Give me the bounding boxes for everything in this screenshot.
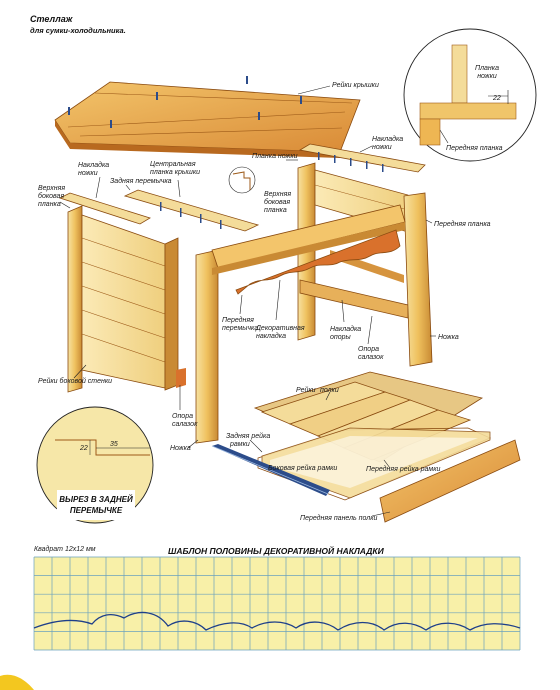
label-lid-slats: Рейки крышки xyxy=(332,81,379,89)
label-shelf-slats-2: полки xyxy=(320,387,339,394)
label-support-overlay-2: опоры xyxy=(330,334,352,341)
label-leg-overlay-left-2: ножки xyxy=(78,170,98,177)
notch-inset-small xyxy=(228,166,256,194)
label-front-plank-detail: Передняя планка xyxy=(446,144,503,152)
label-runner-support-right-1: Опора xyxy=(358,346,379,353)
joint-detail-circle xyxy=(403,28,537,162)
title-line1: Стеллаж xyxy=(30,14,73,24)
template-grid xyxy=(33,556,521,651)
label-leg-overlay-left-1: Накладка xyxy=(78,161,109,169)
label-back-crossbar: Задняя перемычка xyxy=(110,177,172,185)
label-leg-pad-tr-2: ножки xyxy=(477,73,497,80)
label-center-lid-plank-2: планка крышки xyxy=(150,169,200,176)
label-back-frame-rail-1: Задняя рейка xyxy=(226,432,270,440)
grid-label: Квадрат 12x12 мм xyxy=(34,545,96,553)
notch-caption-2: ПЕРЕМЫЧКЕ xyxy=(70,506,123,515)
label-side-wall-slats: Рейки боковой стенки xyxy=(38,377,112,385)
shelf xyxy=(211,371,521,523)
label-leg-left: Ножка xyxy=(170,445,191,452)
label-leg-right: Ножка xyxy=(438,334,459,341)
label-dim-22: 22 xyxy=(492,95,501,102)
label-side-frame-rail: Боковая рейка рамки xyxy=(268,464,337,472)
notch-caption-1: ВЫРЕЗ В ЗАДНЕЙ xyxy=(59,495,133,504)
label-upper-side-left-1: Верхняя xyxy=(38,185,65,192)
label-leg-overlay-1: Накладка xyxy=(372,135,403,143)
label-upper-side-left-2: боковая xyxy=(38,192,64,200)
label-upper-side-right-2: боковая xyxy=(264,198,290,206)
label-support-overlay-1: Накладка xyxy=(330,325,361,333)
notch-detail-circle xyxy=(36,406,154,524)
label-front-shelf-panel: Передняя панель полки xyxy=(300,514,377,522)
label-leg-pad-tr-1: Планка xyxy=(475,65,499,72)
label-front-crossbar-1: Передняя xyxy=(222,316,254,324)
label-leg-overlay-2: ножки xyxy=(372,144,392,151)
label-upper-side-right-1: Верхняя xyxy=(264,191,291,198)
label-runner-support-left-1: Опора xyxy=(172,413,193,420)
label-front-crossbar-2: перемычка xyxy=(222,325,258,332)
front-frame xyxy=(195,204,406,444)
label-center-lid-plank-1: Центральная xyxy=(150,161,196,168)
label-decor-overlay-1: Декоративная xyxy=(255,325,305,332)
label-decor-overlay-2: накладка xyxy=(256,332,286,340)
label-back-frame-rail-2: рамки xyxy=(229,441,250,448)
label-dim-22b: 22 xyxy=(79,445,88,452)
label-shelf-slats-1: Рейки xyxy=(296,386,316,394)
lid xyxy=(54,76,361,158)
label-front-plank: Передняя планка xyxy=(434,220,491,228)
right-side-assembly xyxy=(297,162,433,367)
label-dim-35: 35 xyxy=(110,441,118,448)
label-runner-support-right-2: салазок xyxy=(358,354,384,361)
back-crossbar xyxy=(123,189,260,232)
left-side-assembly xyxy=(58,192,186,393)
template-title: ШАБЛОН ПОЛОВИНЫ ДЕКОРАТИВНОЙ НАКЛАДКИ xyxy=(168,545,385,556)
label-runner-support-left-2: салазок xyxy=(172,421,198,428)
label-upper-side-left-3: планка xyxy=(38,201,61,208)
label-leg-pad-mid: Планка ножки xyxy=(252,153,298,160)
leg-overlay-right xyxy=(298,143,426,173)
title-line2: для сумки-холодильника. xyxy=(30,26,126,35)
label-front-frame-rail: Передняя рейка рамки xyxy=(366,465,441,473)
label-upper-side-right-3: планка xyxy=(264,207,287,214)
